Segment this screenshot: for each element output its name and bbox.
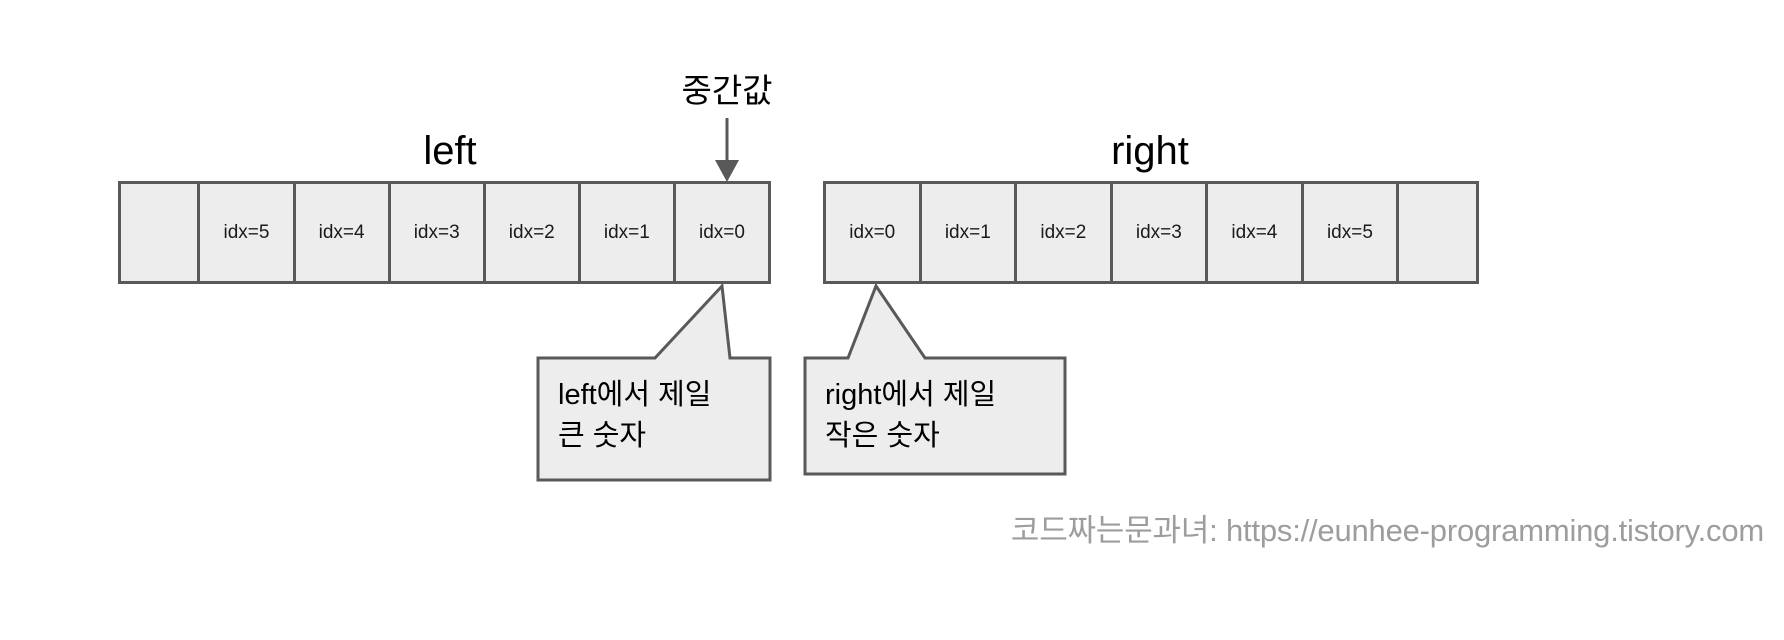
array-cell: idx=0 (826, 184, 922, 281)
array-label-right: right (1111, 129, 1189, 173)
down-arrow-icon (715, 118, 739, 182)
callout-right: right에서 제일 작은 숫자 (780, 280, 1080, 480)
array-cell: idx=3 (390, 184, 486, 281)
array-cell: idx=2 (1017, 184, 1113, 281)
array-cell: idx=1 (921, 184, 1018, 281)
callout-left: left에서 제일 큰 숫자 (500, 280, 790, 485)
array-right: idx=0 idx=1 idx=2 idx=3 idx=4 idx=5 (823, 181, 1479, 284)
callout-right-text: right에서 제일 작은 숫자 (825, 379, 997, 453)
callout-left-text: left에서 제일 큰 숫자 (558, 379, 712, 453)
array-cell (1399, 184, 1476, 281)
callout-bubble-shape (536, 282, 772, 482)
array-cell: idx=5 (1303, 184, 1400, 281)
array-label-left: left (423, 129, 477, 173)
array-cell: idx=4 (295, 184, 391, 281)
array-cell (121, 184, 201, 281)
callout-bubble-shape (803, 282, 1067, 476)
array-cell: idx=2 (485, 184, 581, 281)
array-cell: idx=3 (1112, 184, 1209, 281)
median-pointer-label: 중간값 (681, 72, 773, 109)
array-cell: idx=1 (580, 184, 676, 281)
array-cell: idx=5 (200, 184, 296, 281)
watermark-text: 코드짜는문과녀: https://eunhee-programming.tist… (1010, 513, 1764, 548)
array-cell: idx=0 (675, 184, 768, 281)
array-left: idx=5 idx=4 idx=3 idx=2 idx=1 idx=0 (118, 181, 771, 284)
array-cell: idx=4 (1208, 184, 1304, 281)
